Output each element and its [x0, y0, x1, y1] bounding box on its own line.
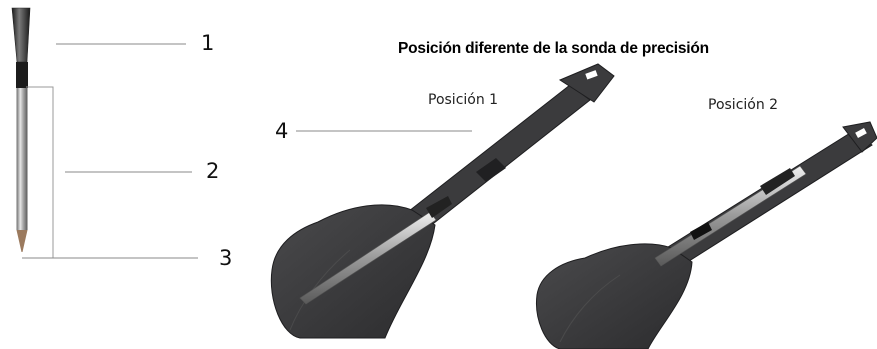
probe-band [16, 62, 28, 88]
spatula-position-2 [536, 121, 877, 349]
spatula-2-hole [855, 128, 867, 138]
spatula-position-1 [270, 63, 615, 339]
spatula-1-clip [476, 158, 506, 182]
probe-handle [11, 7, 31, 63]
callout-4: 4 [275, 119, 289, 143]
probe-shaft [16, 88, 28, 230]
callout-1: 1 [201, 31, 215, 55]
spatula-1-hole [585, 70, 598, 80]
callout-3: 3 [219, 246, 233, 270]
spatula-1-handle-end [558, 63, 615, 103]
spatula-2-handle-end [842, 121, 877, 153]
callout-2: 2 [206, 159, 220, 183]
standalone-probe [11, 7, 31, 252]
position-1-label: Posición 1 [428, 92, 499, 108]
position-2-label: Posición 2 [708, 97, 779, 113]
spatula-2-blade [536, 243, 693, 349]
spatula-1-probe [299, 211, 437, 305]
diagram-title: Posición diferente de la sonda de precis… [398, 40, 709, 57]
probe-tip [16, 230, 28, 252]
